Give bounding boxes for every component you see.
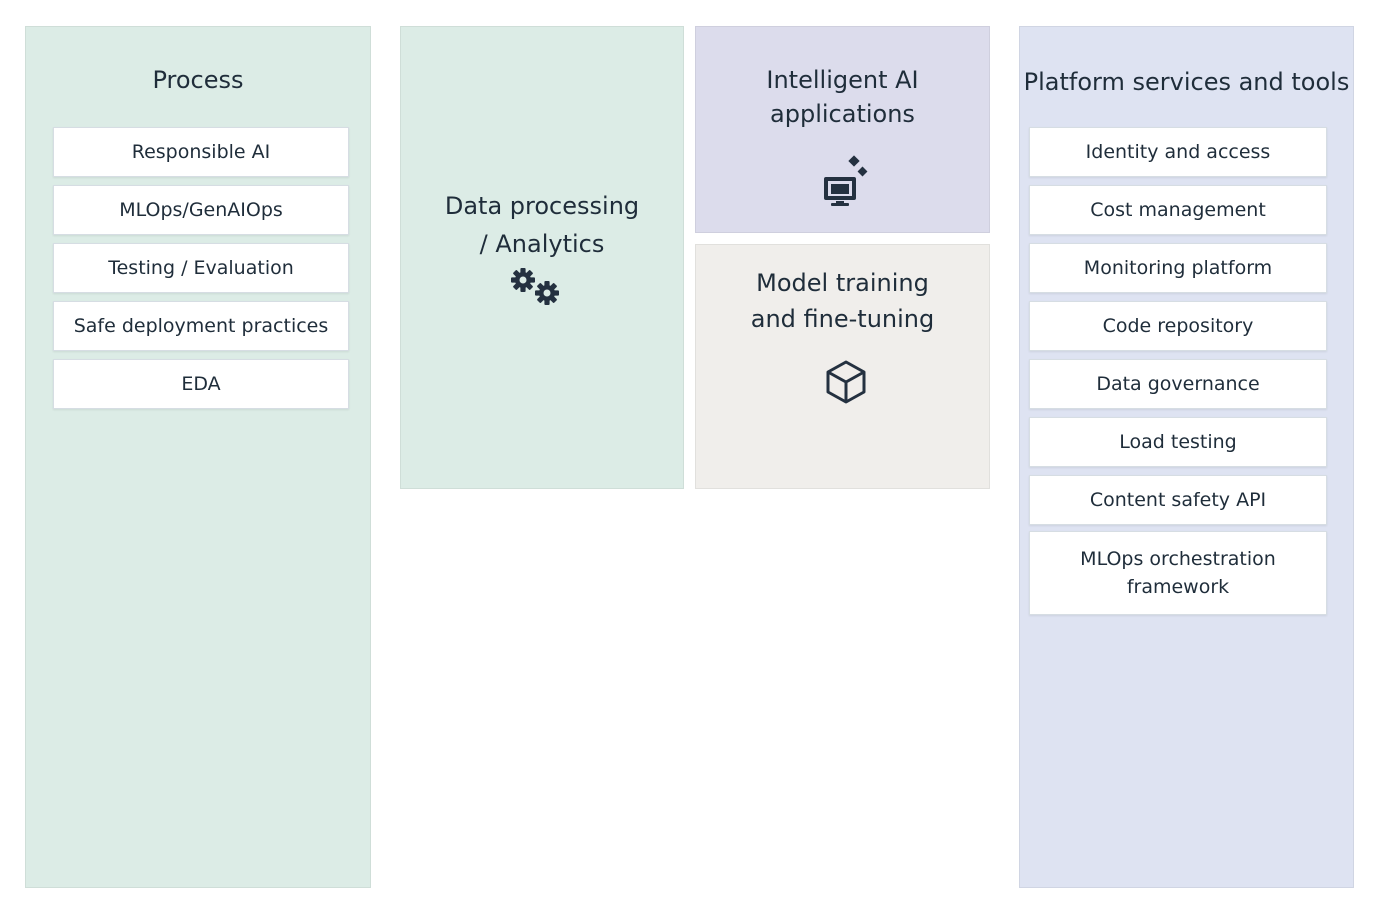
gears-icon: [511, 268, 559, 305]
intelligent-ai-title-line1: Intelligent AI: [766, 66, 919, 94]
platform-item-code-repo: Code repository: [1029, 301, 1327, 351]
process-title: Process: [152, 66, 244, 94]
data-processing-title-line1: Data processing: [444, 192, 640, 220]
mlops-orchestration-line2: framework: [1126, 576, 1230, 598]
model-training-title-line1: Model training: [756, 269, 929, 297]
process-item-testing: Testing / Evaluation: [53, 243, 349, 293]
monitor-sparkle-icon: [824, 155, 868, 206]
platform-item-monitoring: Monitoring platform: [1029, 243, 1327, 293]
platform-title: Platform services and tools: [1023, 68, 1350, 96]
process-item-mlops: MLOps/GenAIOps: [53, 185, 349, 235]
intelligent-ai-panel: Intelligent AI applications: [695, 26, 990, 233]
platform-panel: Platform services and tools Identity and…: [1019, 26, 1354, 888]
process-item-responsible-ai: Responsible AI: [53, 127, 349, 177]
cube-icon: [826, 360, 866, 404]
model-training-panel: Model training and fine-tuning: [695, 244, 990, 489]
mlops-orchestration-line1: MLOps orchestration: [1080, 548, 1276, 570]
model-training-title-line2: and fine-tuning: [750, 305, 935, 333]
process-panel: Process Responsible AI MLOps/GenAIOps Te…: [25, 26, 371, 888]
data-processing-title-line2: / Analytics: [479, 230, 605, 258]
process-item-safe-deployment: Safe deployment practices: [53, 301, 349, 351]
process-item-eda: EDA: [53, 359, 349, 409]
data-processing-panel: Data processing / Analytics: [400, 26, 684, 489]
platform-item-cost: Cost management: [1029, 185, 1327, 235]
platform-item-mlops-orchestration: MLOps orchestration framework: [1029, 531, 1327, 615]
platform-item-load-testing: Load testing: [1029, 417, 1327, 467]
platform-item-data-governance: Data governance: [1029, 359, 1327, 409]
platform-item-identity: Identity and access: [1029, 127, 1327, 177]
platform-item-content-safety: Content safety API: [1029, 475, 1327, 525]
intelligent-ai-title-line2: applications: [770, 100, 915, 128]
